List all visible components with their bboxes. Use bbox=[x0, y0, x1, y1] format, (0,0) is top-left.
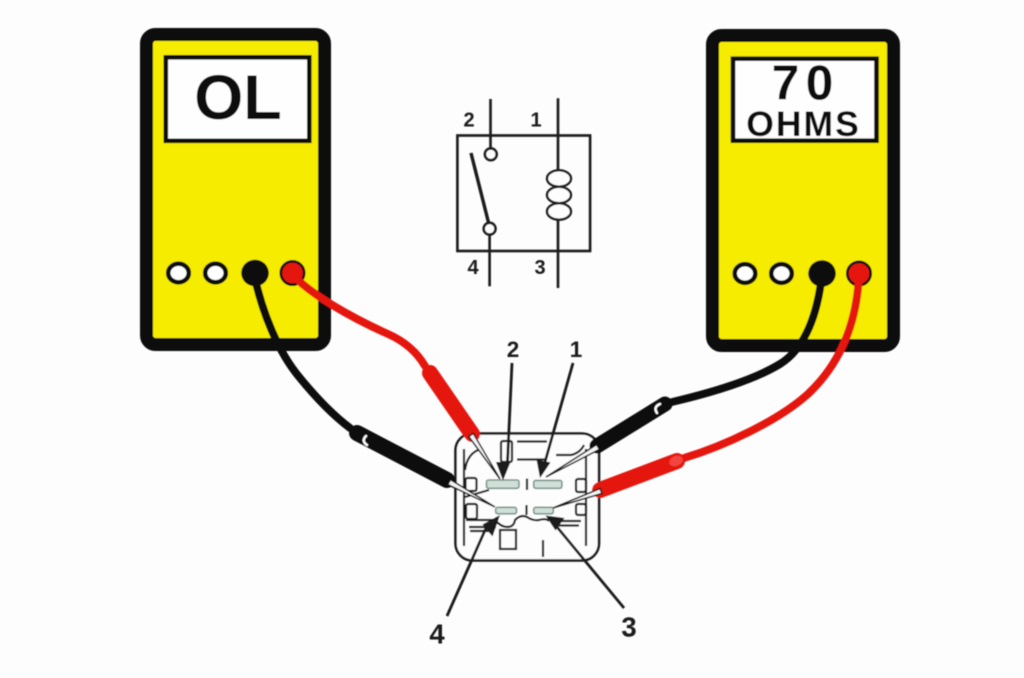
svg-text:4: 4 bbox=[429, 619, 445, 650]
svg-text:2: 2 bbox=[463, 110, 474, 132]
svg-text:0: 0 bbox=[806, 56, 834, 111]
svg-text:7: 7 bbox=[772, 56, 800, 111]
svg-text:3: 3 bbox=[534, 257, 545, 279]
svg-text:OL: OL bbox=[194, 63, 282, 133]
svg-text:3: 3 bbox=[621, 612, 636, 643]
svg-text:2: 2 bbox=[507, 337, 520, 362]
svg-text:4: 4 bbox=[467, 257, 479, 279]
svg-text:1: 1 bbox=[570, 337, 583, 362]
svg-text:1: 1 bbox=[530, 110, 541, 132]
svg-text:OHMS: OHMS bbox=[746, 104, 861, 144]
